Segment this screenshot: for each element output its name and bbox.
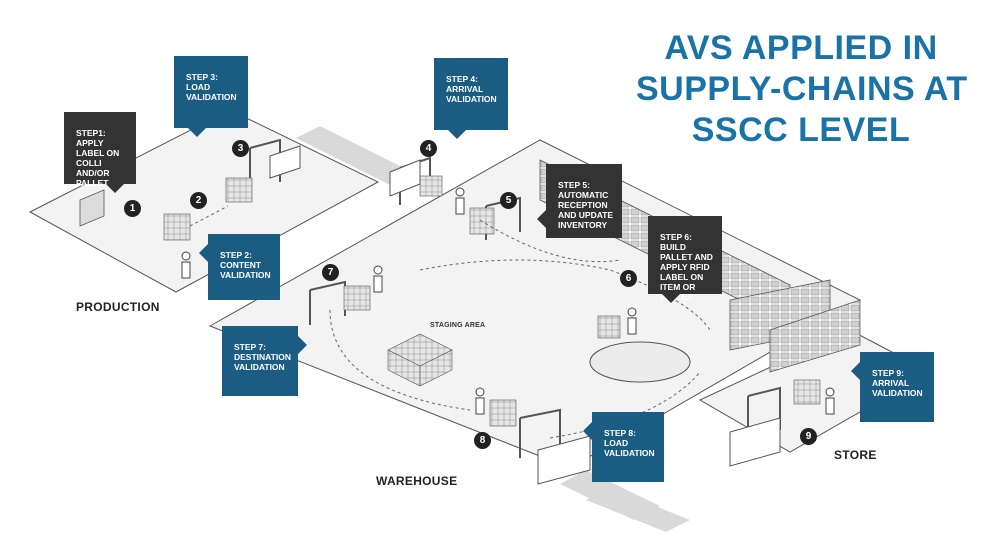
step-6-text: BUILD PALLET AND APPLY RFID LABEL ON ITE…: [660, 242, 713, 302]
step-1-heading: STEP1:: [76, 128, 106, 138]
step-1-text: APPLY LABEL ON COLLI AND/OR PALLET: [76, 138, 120, 188]
step-3-badge: 3: [232, 140, 249, 157]
step-9-badge: 9: [800, 428, 817, 445]
step-2-heading: STEP 2:: [220, 250, 252, 260]
label-printer: [79, 189, 105, 227]
area-label-production: PRODUCTION: [76, 300, 160, 314]
staging-pallets: [387, 333, 453, 387]
conveyor-loop: [589, 341, 691, 383]
step-1-badge: 1: [124, 200, 141, 217]
step-4-text: ARRIVAL VALIDATION: [446, 84, 497, 104]
staging-area-label: STAGING AREA: [430, 322, 486, 329]
step-3-callout: STEP 3: LOAD VALIDATION: [174, 56, 248, 137]
step-4-callout: STEP 4: ARRIVAL VALIDATION: [434, 58, 508, 139]
area-label-store: STORE: [834, 448, 877, 462]
step-6-callout: STEP 6: BUILD PALLET AND APPLY RFID LABE…: [648, 216, 722, 303]
step-7-badge: 7: [322, 264, 339, 281]
pallets: [163, 175, 821, 427]
step-4-heading: STEP 4:: [446, 74, 478, 84]
title-line-2: SUPPLY-CHAINS AT: [636, 70, 968, 108]
step-3-text: LOAD VALIDATION: [186, 82, 237, 102]
diagram-title: AVS APPLIED IN SUPPLY-CHAINS AT SSCC LEV…: [636, 28, 968, 151]
area-label-warehouse: WAREHOUSE: [376, 474, 458, 488]
step-3-heading: STEP 3:: [186, 72, 218, 82]
step-5-heading: STEP 5:: [558, 180, 590, 190]
step-9-callout: STEP 9: ARRIVAL VALIDATION: [851, 352, 934, 422]
step-8-heading: STEP 8:: [604, 428, 636, 438]
step-4-badge: 4: [420, 140, 437, 157]
step-2-text: CONTENT VALIDATION: [220, 260, 271, 280]
step-2-badge: 2: [190, 192, 207, 209]
step-7-text: DESTINATION VALIDATION: [234, 352, 291, 372]
road-prod-warehouse: [296, 126, 420, 188]
step-5-callout: STEP 5: AUTOMATIC RECEPTION AND UPDATE I…: [537, 164, 622, 238]
step-8-text: LOAD VALIDATION: [604, 438, 655, 458]
step-6-heading: STEP 6:: [660, 232, 692, 242]
step-8-callout: STEP 8: LOAD VALIDATION: [583, 412, 664, 482]
title-line-3: SSCC LEVEL: [691, 111, 911, 149]
workers: [181, 187, 835, 415]
step-7-callout: STEP 7: DESTINATION VALIDATION: [222, 326, 307, 396]
step-9-heading: STEP 9:: [872, 368, 904, 378]
step-1-callout: STEP1: APPLY LABEL ON COLLI AND/OR PALLE…: [64, 112, 136, 193]
step-5-text: AUTOMATIC RECEPTION AND UPDATE INVENTORY: [558, 190, 614, 230]
step-9-text: ARRIVAL VALIDATION: [872, 378, 923, 398]
step-7-heading: STEP 7:: [234, 342, 266, 352]
trucks: [269, 145, 781, 485]
road-bottom: [586, 488, 690, 532]
step-8-badge: 8: [474, 432, 491, 449]
step-2-callout: STEP 2: CONTENT VALIDATION: [199, 234, 280, 300]
title-line-1: AVS APPLIED IN: [664, 29, 938, 67]
step-5-badge: 5: [500, 192, 517, 209]
step-6-badge: 6: [620, 270, 637, 287]
